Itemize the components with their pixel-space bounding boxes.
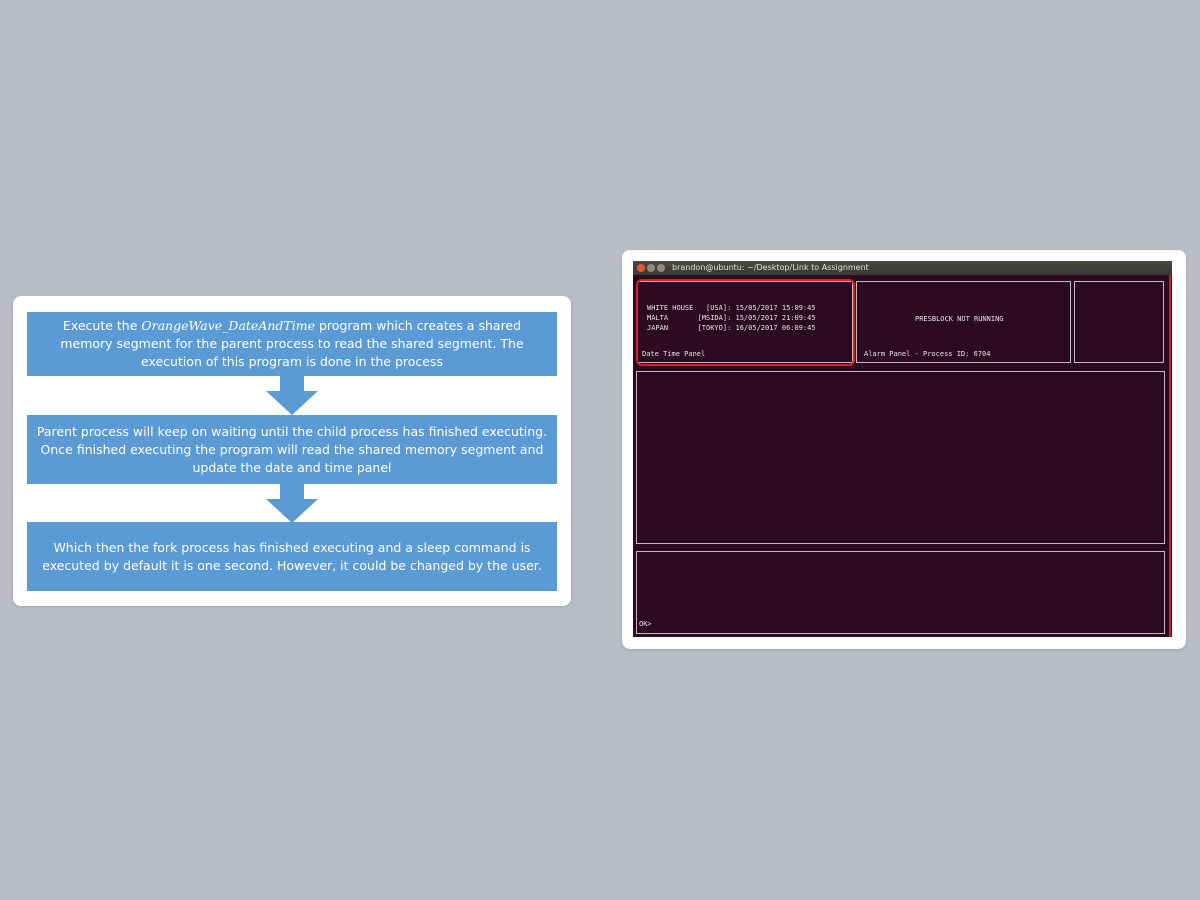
down-arrow-icon [266,483,318,523]
command-prompt[interactable]: OK> [639,620,652,628]
alarm-panel-label: Alarm Panel - Process ID: 6704 [864,350,991,358]
terminal-screenshot-card: brandon@ubuntu: ~/Desktop/Link to Assign… [622,250,1186,649]
date-time-panel-label: Date Time Panel [642,350,706,358]
minimize-button[interactable] [647,264,655,272]
window-title: brandon@ubuntu: ~/Desktop/Link to Assign… [672,263,869,272]
flow-step-1-text: Execute the OrangeWave_DateAndTime progr… [35,317,549,371]
terminal-window: brandon@ubuntu: ~/Desktop/Link to Assign… [633,261,1172,637]
flow-step-1-prefix: Execute the [62,318,142,333]
time-row-white-house: WHITE HOUSE [USA]: 15/05/2017 15:09:45 [647,304,816,312]
maximize-button[interactable] [657,264,665,272]
close-button[interactable] [637,264,645,272]
time-row-malta: MALTA [MSIDA]: 15/05/2017 21:09:45 [647,314,816,322]
main-output-panel [636,371,1165,544]
down-arrow-icon [266,375,318,415]
time-row-japan: JAPAN [TOKYO]: 16/05/2017 06:09:45 [647,324,816,332]
flow-step-2: Parent process will keep on waiting unti… [27,415,557,484]
date-time-panel: WHITE HOUSE [USA]: 15/05/2017 15:09:45 M… [637,281,853,363]
flow-step-3-text: Which then the fork process has finished… [42,539,542,573]
side-panel [1074,281,1164,363]
flow-diagram-card: Execute the OrangeWave_DateAndTime progr… [13,296,571,606]
flow-step-3: Which then the fork process has finished… [27,522,557,591]
program-name: OrangeWave_DateAndTime [141,318,315,333]
terminal-titlebar[interactable]: brandon@ubuntu: ~/Desktop/Link to Assign… [633,261,1172,275]
flow-step-1: Execute the OrangeWave_DateAndTime progr… [27,312,557,376]
flow-step-2-text: Parent process will keep on waiting unti… [36,423,548,475]
command-panel[interactable]: OK> [636,551,1165,634]
alarm-status: PRESBLOCK NOT RUNNING [915,315,1004,323]
flow-step-1-suffix: program which creates a shared memory se… [60,318,524,369]
alarm-panel: PRESBLOCK NOT RUNNING Alarm Panel - Proc… [856,281,1071,363]
window-edge [1169,275,1171,637]
